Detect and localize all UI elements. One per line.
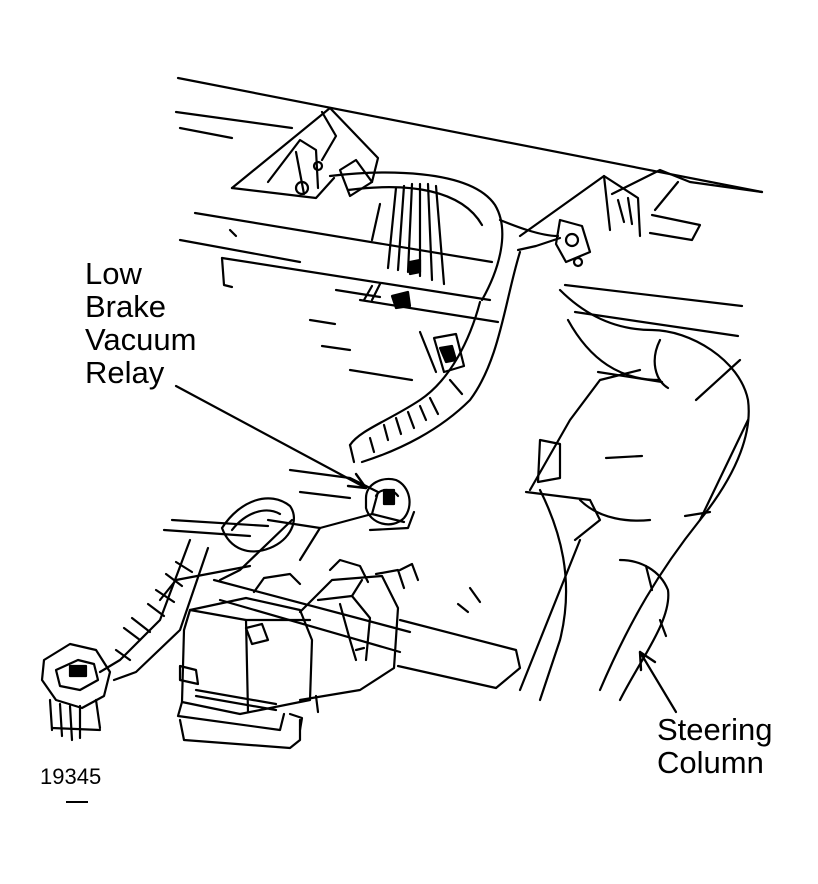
relay-leader [176,386,366,488]
relay-label-line-3: Vacuum [85,322,197,357]
relay-label-line-2: Brake [85,289,166,324]
dash-panel [176,78,762,382]
lower-harness-branch [100,470,520,688]
wiring-harness-trunk [330,173,560,462]
steering-column-label-line-1: Steering [657,712,773,747]
steering-column-label-line-2: Column [657,745,764,780]
upper-left-bracket [232,108,378,198]
relay-label-line-1: Low [85,256,142,291]
low-brake-vacuum-relay [366,479,414,530]
steering-column [520,290,749,700]
column-leader [640,652,676,712]
small-connector [42,644,110,740]
figure-number: 19345 [40,764,102,789]
steering-column-label: Steering Column [657,713,772,779]
relay-label: Low Brake Vacuum Relay [85,257,196,389]
control-module-block [178,560,418,748]
figure-number-underline [66,801,88,803]
relay-label-line-4: Relay [85,355,165,390]
